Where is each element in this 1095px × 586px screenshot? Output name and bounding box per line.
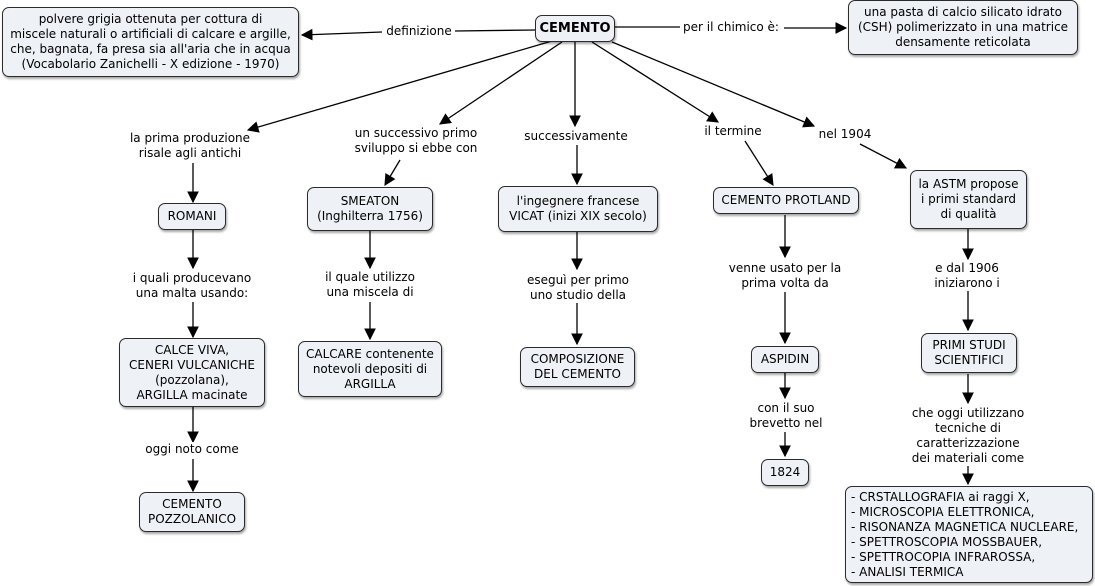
label-oggi-noto: oggi noto come bbox=[145, 442, 239, 457]
label-per-il-chimico: per il chimico è: bbox=[683, 20, 779, 35]
connector-smeaton-b bbox=[384, 159, 401, 187]
label-esegui: eseguì per primo uno studio della bbox=[526, 273, 630, 303]
connector-protland-a bbox=[591, 41, 719, 123]
connector-smeaton-a bbox=[439, 41, 563, 125]
node-tecniche[interactable]: - CRSTALLOGRAFIA ai raggi X, - MICROSCOP… bbox=[845, 486, 1093, 583]
connector-definizione-b bbox=[300, 28, 383, 41]
node-smeaton[interactable]: SMEATON (Inghilterra 1756) bbox=[307, 187, 433, 231]
node-cemento[interactable]: CEMENTO bbox=[535, 15, 615, 42]
label-e-dal-1906: e dal 1906 iniziarono i bbox=[934, 261, 1000, 291]
label-che-oggi: che oggi utilizzano tecniche di caratter… bbox=[904, 406, 1032, 466]
label-prima-produzione: la prima produzione risale agli antichi bbox=[129, 131, 251, 161]
label-definizione: definizione bbox=[386, 24, 452, 39]
node-romani[interactable]: ROMANI bbox=[158, 203, 226, 230]
node-cemento-protland[interactable]: CEMENTO PROTLAND bbox=[713, 187, 859, 214]
node-1824[interactable]: 1824 bbox=[761, 459, 809, 486]
node-aspidin[interactable]: ASPIDIN bbox=[751, 346, 819, 373]
connector-astm-b bbox=[859, 143, 908, 169]
label-successivo: un successivo primo sviluppo si ebbe con bbox=[354, 126, 478, 156]
label-il-quale: il quale utilizzo una miscela di bbox=[325, 270, 415, 300]
connector-definizione-a bbox=[454, 29, 536, 32]
connector-romani-a bbox=[246, 40, 553, 133]
node-cemento-pozzolanico[interactable]: CEMENTO POZZOLANICO bbox=[139, 492, 245, 532]
label-con-il-suo: con il suo brevetto nel bbox=[749, 401, 823, 431]
node-calcare[interactable]: CALCARE contenente notevoli depositi di … bbox=[298, 341, 442, 397]
node-definizione-text[interactable]: polvere grigia ottenuta per cottura di m… bbox=[2, 7, 299, 77]
node-vicat[interactable]: l'ingegnere francese VICAT (inizi XIX se… bbox=[498, 186, 658, 232]
label-il-termine: il termine bbox=[704, 124, 762, 139]
node-primi-studi[interactable]: PRIMI STUDI SCIENTIFICI bbox=[921, 333, 1017, 373]
node-calce-viva[interactable]: CALCE VIVA, CENERI VULCANICHE (pozzolana… bbox=[119, 338, 265, 407]
node-astm[interactable]: la ASTM propose i primi standard di qual… bbox=[910, 170, 1027, 229]
label-venne-usato: venne usato per la prima volta da bbox=[728, 261, 842, 291]
connector-protland-b bbox=[744, 140, 774, 186]
label-successivamente: successivamente bbox=[524, 129, 628, 144]
label-nel-1904: nel 1904 bbox=[818, 127, 872, 142]
label-i-quali: i quali producevano una malta usando: bbox=[132, 271, 252, 301]
connector-astm-a bbox=[611, 41, 816, 128]
node-composizione[interactable]: COMPOSIZIONE DEL CEMENTO bbox=[520, 347, 635, 387]
node-chimico-text[interactable]: una pasta di calcio silicato idrato (CSH… bbox=[848, 0, 1078, 55]
